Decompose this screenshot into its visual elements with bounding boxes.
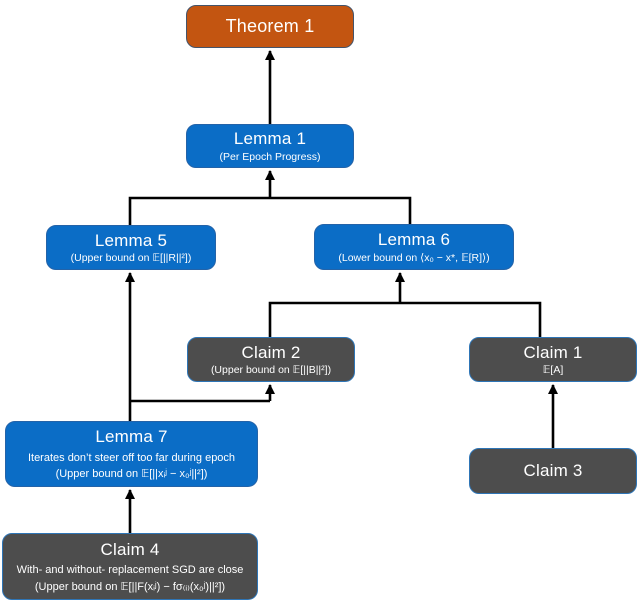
node-subtitle: (Upper bound on 𝔼[||xᵢʲ − x₀ʲ||²]): [55, 468, 208, 481]
node-claim-3: Claim 3: [469, 448, 637, 494]
node-subtitle: (Upper bound on 𝔼[||F(xᵢʲ) − fσ₍ᵢ₎(x₀ʲ)|…: [34, 580, 226, 593]
node-claim-2: Claim 2 (Upper bound on 𝔼[||B||²]): [187, 337, 355, 382]
node-lemma-7: Lemma 7 Iterates don’t steer off too far…: [5, 421, 258, 487]
node-lemma-1: Lemma 1 (Per Epoch Progress): [186, 124, 354, 168]
edge-stubs-lemma5-lemma6: [128, 196, 412, 225]
node-title: Claim 1: [523, 342, 583, 362]
node-title: Lemma 6: [377, 230, 451, 250]
node-title: Claim 3: [523, 461, 583, 481]
node-lemma-5: Lemma 5 (Upper bound on 𝔼[||R||²]): [46, 225, 216, 270]
node-title: Theorem 1: [225, 16, 315, 37]
node-title: Claim 2: [241, 342, 301, 362]
node-title: Lemma 5: [94, 230, 168, 250]
node-subtitle: (Per Epoch Progress): [219, 150, 321, 163]
node-lemma-6: Lemma 6 (Lower bound on ⟨x₀ − x*, 𝔼[R]⟩): [314, 224, 514, 270]
node-title: Claim 4: [100, 539, 160, 559]
node-title: Lemma 1: [233, 129, 307, 149]
node-claim-4: Claim 4 With- and without- replacement S…: [2, 533, 258, 600]
node-description: Iterates don’t steer off too far during …: [27, 451, 236, 464]
node-title: Lemma 7: [95, 427, 168, 447]
node-subtitle: (Upper bound on 𝔼[||B||²]): [210, 364, 332, 377]
node-subtitle: (Upper bound on 𝔼[||R||²]): [70, 252, 192, 265]
node-subtitle: (Lower bound on ⟨x₀ − x*, 𝔼[R]⟩): [338, 251, 490, 264]
edge-stubs-claim2-claim1: [268, 301, 542, 337]
node-subtitle: 𝔼[A]: [542, 364, 564, 377]
node-description: With- and without- replacement SGD are c…: [16, 564, 244, 577]
node-theorem-1: Theorem 1: [186, 5, 354, 48]
node-claim-1: Claim 1 𝔼[A]: [469, 337, 637, 382]
